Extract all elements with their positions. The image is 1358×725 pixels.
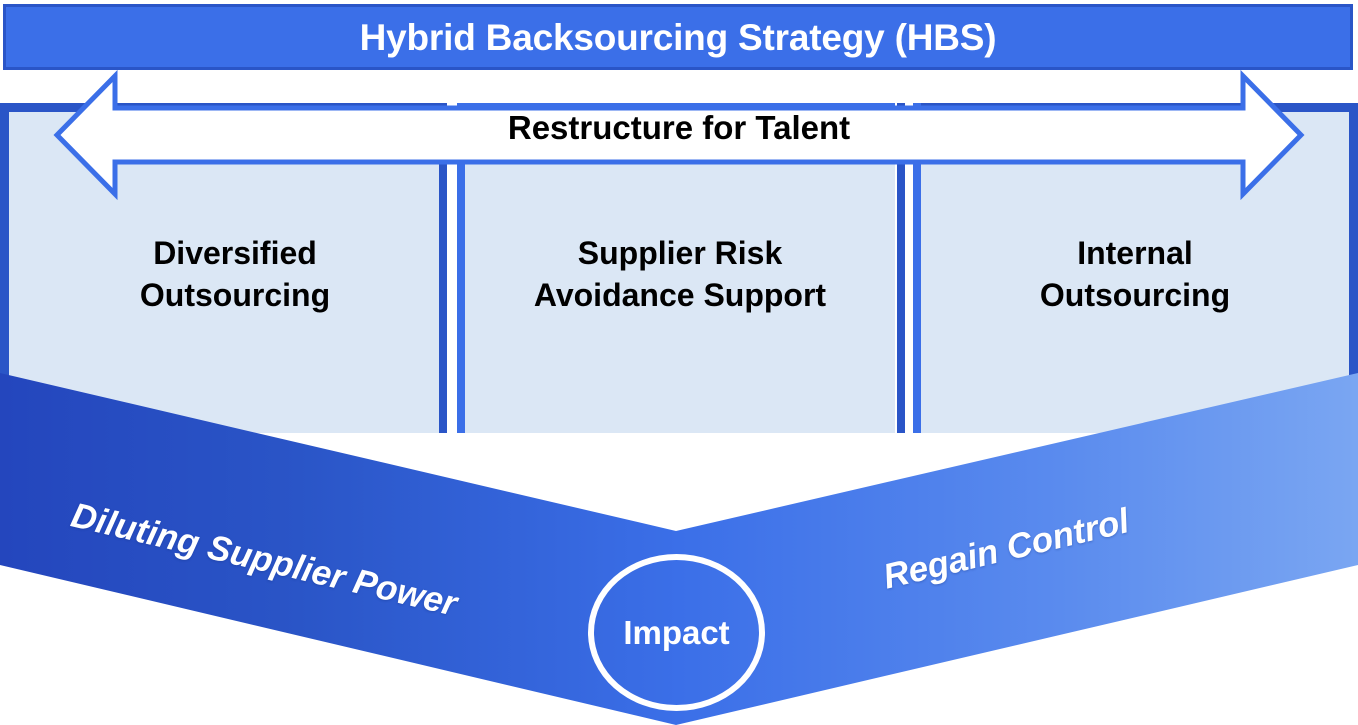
restructure-arrow-label: Restructure for Talent bbox=[507, 109, 851, 146]
chevron-caption-left: Diluting Supplier Power bbox=[67, 495, 461, 624]
pillar-divider-right-inner bbox=[913, 103, 921, 433]
pillar-divider-left-inner bbox=[457, 103, 465, 433]
page-title: Hybrid Backsourcing Strategy (HBS) bbox=[359, 16, 997, 58]
pillar-label-diversified-outsourcing: Diversified Outsourcing bbox=[139, 235, 331, 314]
impact-node: Impact bbox=[588, 554, 765, 711]
restructure-arrow bbox=[53, 69, 1305, 201]
impact-node-label: Impact bbox=[623, 614, 730, 651]
pillar-divider-right-outer bbox=[897, 103, 905, 433]
arrow-left-icon bbox=[53, 69, 1305, 201]
pillar-divider-left-outer bbox=[439, 103, 447, 433]
pillar-label-supplier-risk-avoidance-support: Supplier Risk Avoidance Support bbox=[533, 235, 827, 314]
pillar-label-internal-outsourcing: Internal Outsourcing bbox=[1039, 235, 1231, 314]
diagram-title-bar: Hybrid Backsourcing Strategy (HBS) bbox=[3, 4, 1353, 70]
chevron-caption-right: Regain Control bbox=[879, 501, 1133, 597]
